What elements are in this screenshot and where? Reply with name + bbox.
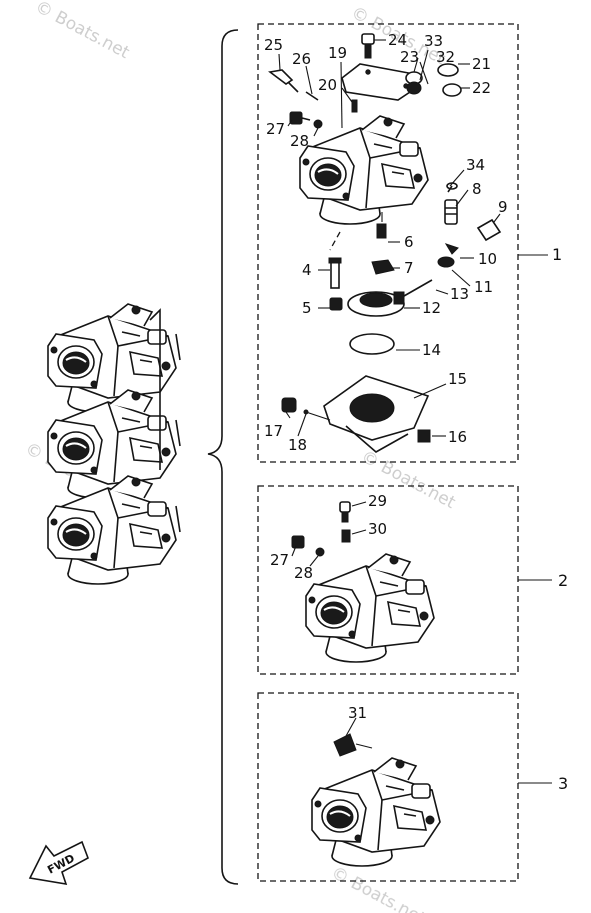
assembly-box-1 bbox=[257, 23, 519, 463]
callout-10: 10 bbox=[478, 250, 497, 268]
callout-23: 23 bbox=[400, 48, 419, 66]
callout-4: 4 bbox=[302, 261, 312, 279]
callout-32: 32 bbox=[436, 48, 455, 66]
callout-34: 34 bbox=[466, 156, 485, 174]
callout-8: 8 bbox=[472, 180, 482, 198]
assembly-ref-3: 3 bbox=[558, 774, 568, 793]
callout-29: 29 bbox=[368, 492, 387, 510]
callout-16: 16 bbox=[448, 428, 467, 446]
assembly-box-3 bbox=[257, 692, 519, 882]
watermark-top-left: © Boats.net bbox=[32, 0, 133, 63]
callout-15: 15 bbox=[448, 370, 467, 388]
callout-28: 28 bbox=[290, 132, 309, 150]
callout-33: 33 bbox=[424, 32, 443, 50]
callout-12: 12 bbox=[422, 299, 441, 317]
callout-21: 21 bbox=[472, 55, 491, 73]
grouping-brace bbox=[207, 29, 239, 885]
callout-24: 24 bbox=[388, 31, 407, 49]
fwd-direction-arrow: FWD bbox=[28, 840, 89, 886]
callout-7: 7 bbox=[404, 259, 414, 277]
callout-leaders bbox=[278, 39, 501, 737]
callout-6: 6 bbox=[404, 233, 414, 251]
callout-9: 9 bbox=[498, 198, 508, 216]
callout-13: 13 bbox=[450, 285, 469, 303]
assembly-2-drawing bbox=[291, 501, 435, 663]
callout-20: 20 bbox=[318, 76, 337, 94]
watermark-bottom-right: © Boats.net bbox=[328, 863, 429, 913]
callout-28-assembly-2: 28 bbox=[294, 564, 313, 582]
callout-17: 17 bbox=[264, 422, 283, 440]
callout-19: 19 bbox=[328, 44, 347, 62]
triple-carburetor-stack bbox=[47, 303, 181, 585]
callout-5: 5 bbox=[302, 299, 312, 317]
assembly-3-drawing bbox=[311, 733, 441, 867]
callout-30: 30 bbox=[368, 520, 387, 538]
callout-27-assembly-2: 27 bbox=[270, 551, 289, 569]
callout-27: 27 bbox=[266, 120, 285, 138]
callout-14: 14 bbox=[422, 341, 441, 359]
callout-18: 18 bbox=[288, 436, 307, 454]
callout-11: 11 bbox=[474, 278, 493, 296]
callout-25: 25 bbox=[264, 36, 283, 54]
assembly-ref-2: 2 bbox=[558, 571, 568, 590]
callout-22: 22 bbox=[472, 79, 491, 97]
assembly-ref-1: 1 bbox=[552, 245, 562, 264]
callout-26: 26 bbox=[292, 50, 311, 68]
callout-31: 31 bbox=[348, 704, 367, 722]
callout-numbers: 24 25 26 19 20 23 33 32 21 22 27 28 34 8… bbox=[264, 31, 508, 722]
assembly-1-drawing bbox=[268, 33, 502, 453]
